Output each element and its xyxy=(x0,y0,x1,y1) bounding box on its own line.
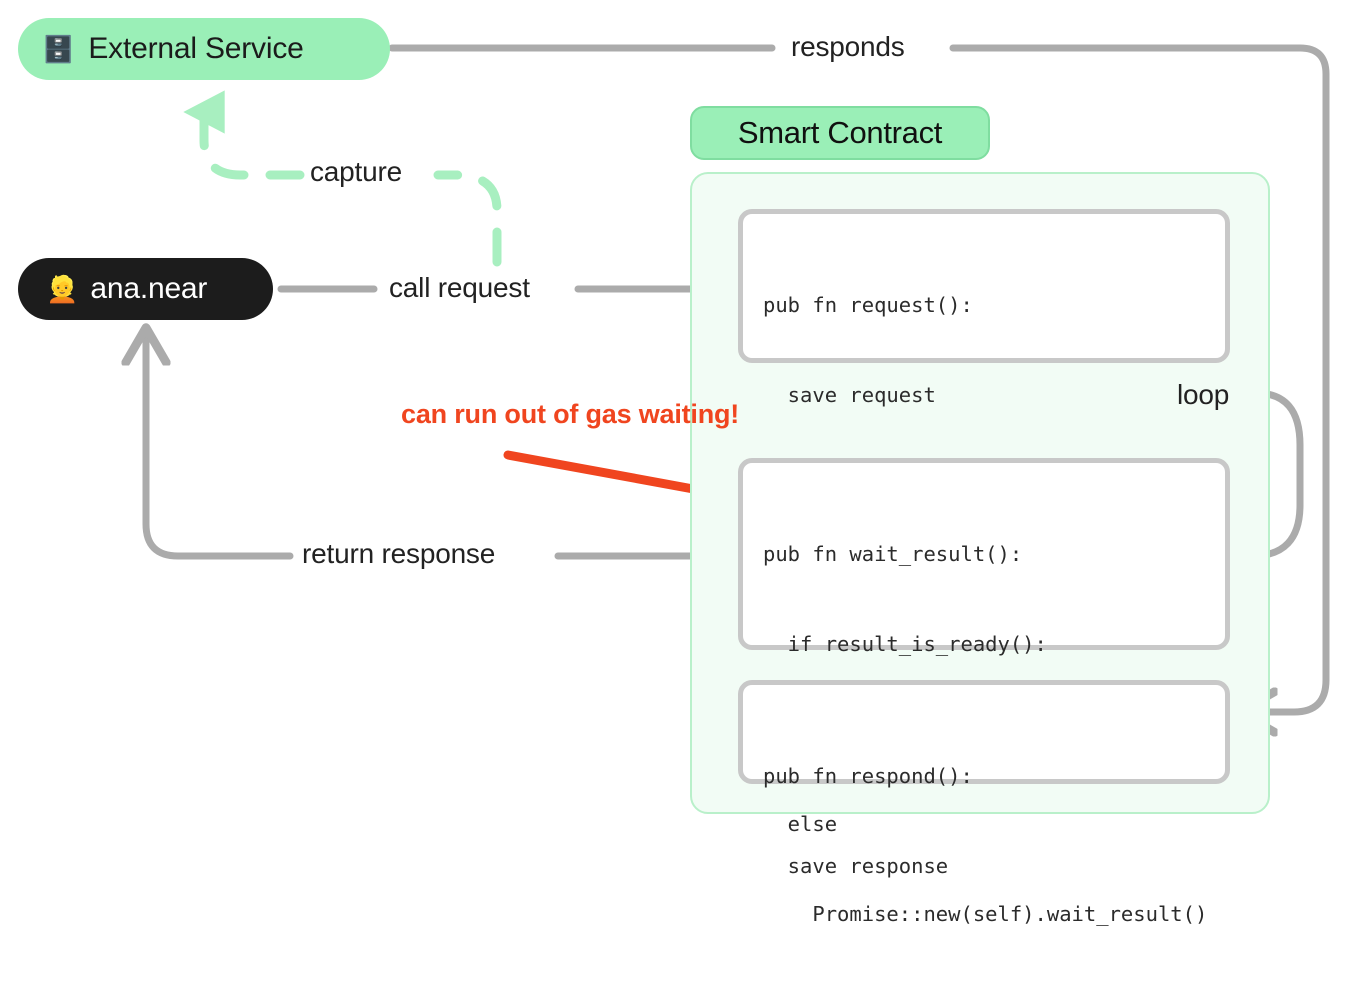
edge-label-responds: responds xyxy=(791,31,905,62)
edge-responds xyxy=(388,44,1330,712)
diagram-canvas: 🗄️ External Service 👱 ana.near Smart Con… xyxy=(18,18,1330,926)
warning-arrow xyxy=(503,450,726,495)
node-external-service[interactable]: 🗄️ External Service xyxy=(18,18,390,80)
edge-label-call-request: call request xyxy=(389,272,530,303)
code-line: pub fn request(): xyxy=(763,293,973,317)
person-icon: 👱 xyxy=(46,274,79,304)
server-icon: 🗄️ xyxy=(42,34,75,64)
warning-annotation: can run out of gas waiting! xyxy=(401,399,740,429)
code-line: pub fn respond(): xyxy=(763,764,973,788)
code-line: if result_is_ready(): xyxy=(763,632,1047,656)
code-box-wait-result[interactable]: pub fn wait_result(): if result_is_ready… xyxy=(738,458,1230,926)
edge-label-loop: loop xyxy=(1177,379,1230,410)
edge-return-response xyxy=(146,336,740,560)
edge-capture xyxy=(183,90,502,267)
code-line: save response xyxy=(763,854,949,878)
node-smart-contract-title[interactable]: Smart Contract xyxy=(690,106,990,160)
user-label: ana.near xyxy=(90,272,208,305)
edge-label-return-response: return response xyxy=(302,538,496,569)
node-user-ana-near[interactable]: 👱 ana.near xyxy=(18,258,273,320)
code-line: Promise::new(self).wait_result() xyxy=(763,902,1208,926)
smart-contract-label: Smart Contract xyxy=(737,115,943,150)
code-box-respond[interactable]: pub fn respond(): save response xyxy=(738,680,1230,878)
external-service-label: External Service xyxy=(88,32,304,65)
code-line: save request xyxy=(763,383,936,407)
code-line: else xyxy=(763,812,838,836)
code-box-request[interactable]: pub fn request(): save request Promise::… xyxy=(738,209,1230,497)
edge-label-capture: capture xyxy=(310,156,402,187)
code-line: pub fn wait_result(): xyxy=(763,542,1023,566)
